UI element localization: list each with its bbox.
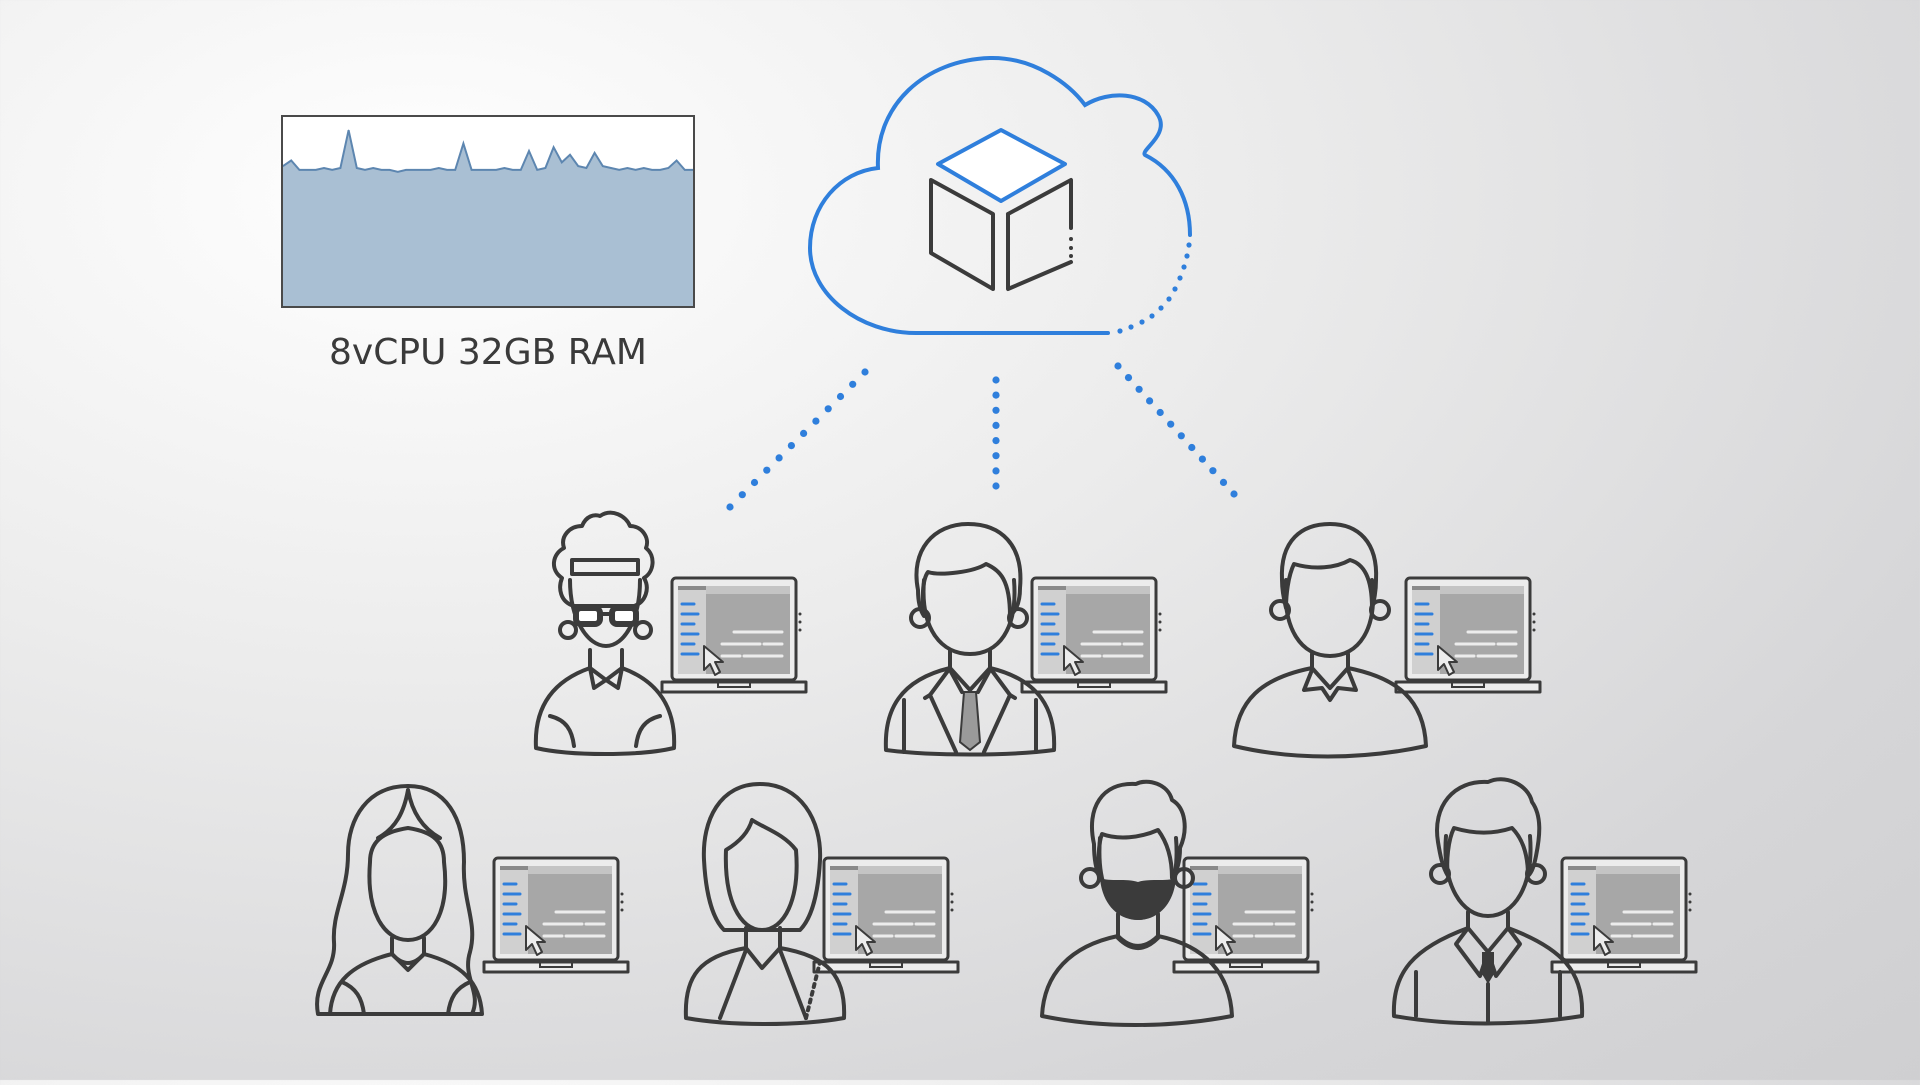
connector-dot	[849, 380, 857, 388]
usage-point	[602, 165, 604, 167]
spec-label: 8vCPU 32GB RAM	[329, 332, 647, 373]
usage-point	[585, 167, 588, 169]
usage-point	[413, 169, 415, 171]
connector-dot	[861, 368, 869, 376]
usage-point	[487, 169, 489, 171]
usage-point	[471, 169, 473, 171]
connector-dot	[1188, 443, 1196, 452]
connector-dot	[1146, 397, 1154, 405]
usage-point	[421, 169, 423, 171]
connector-dot	[738, 491, 746, 499]
usage-point	[676, 159, 678, 162]
user-curly-hair-glasses	[533, 510, 808, 756]
usage-point	[364, 169, 366, 171]
connector-dot	[775, 454, 783, 462]
connector-left	[726, 368, 869, 511]
connector-dot	[1177, 432, 1185, 440]
connector-dot	[1209, 467, 1217, 475]
usage-chart	[281, 115, 695, 308]
usage-point	[569, 154, 571, 156]
usage-point	[331, 169, 333, 171]
usage-point	[315, 169, 317, 171]
usage-point	[651, 169, 653, 171]
user-short-hair	[1232, 522, 1542, 759]
usage-point	[503, 167, 505, 169]
user-businessman	[1391, 777, 1698, 1026]
connector-dot	[1156, 408, 1164, 417]
usage-point	[479, 169, 481, 171]
usage-point	[577, 165, 579, 167]
connector-dot	[992, 406, 1000, 414]
usage-point	[659, 169, 661, 171]
usage-point	[430, 169, 432, 171]
usage-point	[372, 167, 374, 169]
usage-point	[511, 169, 514, 171]
usage-point	[635, 169, 637, 171]
usage-point	[446, 169, 448, 171]
usage-point	[389, 169, 391, 171]
cube-icon	[929, 128, 1073, 291]
usage-points	[282, 129, 694, 173]
usage-point	[356, 167, 358, 169]
connector-dot	[1167, 420, 1175, 428]
usage-area	[283, 130, 693, 306]
user-suit-tie	[883, 522, 1168, 757]
connector-dot	[992, 376, 1000, 384]
usage-point	[405, 169, 407, 171]
connector-center	[992, 376, 1000, 490]
connector-dot	[992, 482, 1000, 490]
connector-dot	[992, 452, 1000, 460]
usage-point	[454, 169, 456, 171]
connector-dot	[812, 417, 820, 425]
user-long-hair-woman	[315, 784, 630, 1016]
usage-point	[348, 129, 350, 131]
connector-dot	[992, 437, 1000, 445]
usage-point	[618, 169, 620, 171]
connector-dot	[1124, 374, 1133, 382]
connector-dot	[1219, 478, 1228, 486]
usage-point	[339, 167, 341, 169]
connector-dot	[763, 466, 771, 474]
connector-dot	[836, 392, 845, 401]
usage-point	[610, 167, 612, 169]
usage-point	[536, 169, 538, 171]
user-bob-hair-woman	[683, 782, 960, 1026]
connector-dot	[992, 391, 1000, 399]
connector-dot	[1135, 385, 1143, 393]
usage-point	[561, 161, 563, 163]
connector-dot	[787, 442, 796, 450]
connector-dot	[1230, 490, 1238, 498]
usage-point	[520, 169, 522, 171]
usage-point	[307, 169, 309, 171]
connector-dot	[824, 405, 832, 413]
usage-point	[528, 150, 530, 152]
usage-point	[594, 152, 596, 154]
connector-dot	[800, 429, 808, 437]
usage-point	[626, 167, 629, 169]
user-quiff-hair	[1040, 779, 1320, 1027]
usage-point	[643, 167, 645, 169]
connector-dot	[1114, 362, 1122, 370]
usage-point	[462, 142, 464, 145]
cloud-icon	[807, 55, 1192, 335]
usage-point	[380, 169, 382, 171]
usage-point	[553, 146, 555, 148]
usage-point	[667, 167, 670, 169]
usage-point	[438, 167, 440, 169]
connector-dot	[726, 503, 734, 511]
usage-point	[290, 159, 292, 162]
usage-point	[323, 167, 325, 169]
connector-dot	[1198, 455, 1206, 463]
usage-point	[298, 169, 300, 171]
connector-dot	[992, 467, 1000, 475]
usage-point	[495, 169, 497, 171]
connector-dot	[992, 421, 1000, 429]
connector-right	[1114, 362, 1238, 498]
usage-point	[544, 167, 547, 169]
connector-dot	[750, 478, 759, 487]
usage-point	[684, 169, 686, 171]
usage-point	[397, 171, 399, 173]
